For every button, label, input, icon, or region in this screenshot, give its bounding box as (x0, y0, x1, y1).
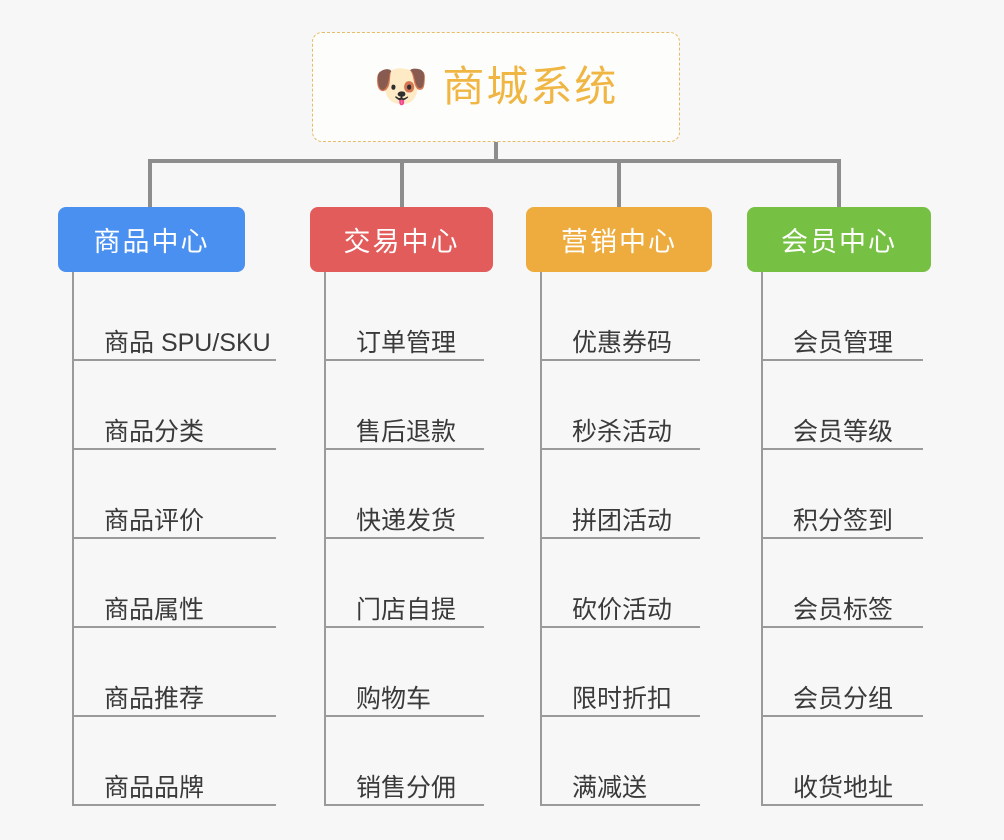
list-item[interactable]: 门店自提 (324, 539, 493, 628)
dog-face-icon: 🐶 (373, 62, 429, 111)
list-item-underline (761, 537, 923, 539)
list-item-underline (72, 448, 276, 450)
list-item[interactable]: 售后退款 (324, 361, 493, 450)
branch-items-2: 优惠券码 秒杀活动 拼团活动 砍价活动 限时折扣 满减送 (540, 272, 712, 806)
list-item-label: 会员等级 (793, 417, 894, 446)
list-item-label: 限时折扣 (572, 684, 673, 713)
list-item[interactable]: 会员管理 (761, 272, 931, 361)
list-item-label: 销售分佣 (356, 773, 457, 802)
list-item[interactable]: 商品评价 (72, 450, 276, 539)
list-item-underline (324, 359, 484, 361)
list-item[interactable]: 会员分组 (761, 628, 931, 717)
list-item-label: 商品评价 (104, 506, 205, 535)
list-item-underline (540, 626, 700, 628)
list-item[interactable]: 优惠券码 (540, 272, 712, 361)
branch-header-1[interactable]: 交易中心 (310, 207, 493, 272)
list-item[interactable]: 商品品牌 (72, 717, 276, 806)
list-item-underline (72, 359, 276, 361)
list-item-underline (761, 448, 923, 450)
list-item-label: 订单管理 (356, 328, 457, 357)
branch-spine-0 (72, 272, 74, 806)
list-item-underline (72, 804, 276, 806)
list-item[interactable]: 积分签到 (761, 450, 931, 539)
list-item-underline (324, 626, 484, 628)
connector-drop-1 (400, 159, 404, 207)
list-item[interactable]: 限时折扣 (540, 628, 712, 717)
list-item-underline (761, 715, 923, 717)
branch-header-2[interactable]: 营销中心 (526, 207, 712, 272)
list-item-underline (761, 804, 923, 806)
list-item-label: 会员分组 (793, 684, 894, 713)
branch-items-3: 会员管理 会员等级 积分签到 会员标签 会员分组 收货地址 (761, 272, 931, 806)
branch-spine-3 (761, 272, 763, 806)
connector-root-stem (494, 142, 498, 163)
list-item[interactable]: 商品分类 (72, 361, 276, 450)
connector-drop-3 (837, 159, 841, 207)
list-item[interactable]: 秒杀活动 (540, 361, 712, 450)
connector-drop-0 (148, 159, 152, 207)
connector-drop-2 (617, 159, 621, 207)
list-item[interactable]: 订单管理 (324, 272, 493, 361)
list-item-label: 商品属性 (104, 595, 205, 624)
branch-items-0: 商品 SPU/SKU 商品分类 商品评价 商品属性 商品推荐 商品品牌 (72, 272, 276, 806)
list-item-label: 收货地址 (793, 773, 894, 802)
root-node[interactable]: 🐶 商城系统 (312, 32, 680, 142)
list-item[interactable]: 购物车 (324, 628, 493, 717)
list-item-underline (540, 359, 700, 361)
root-title: 商城系统 (442, 63, 619, 110)
list-item-label: 商品品牌 (104, 773, 205, 802)
list-item-underline (324, 715, 484, 717)
branch-column-0: 商品中心 商品 SPU/SKU 商品分类 商品评价 商品属性 商品推荐 (58, 207, 276, 806)
list-item-label: 商品分类 (104, 417, 205, 446)
list-item-underline (324, 448, 484, 450)
list-item-label: 门店自提 (356, 595, 457, 624)
list-item-label: 优惠券码 (572, 328, 673, 357)
list-item-underline (72, 626, 276, 628)
list-item-label: 购物车 (356, 684, 432, 713)
list-item-label: 商品 SPU/SKU (104, 328, 271, 357)
list-item-label: 快递发货 (356, 506, 457, 535)
list-item-label: 售后退款 (356, 417, 457, 446)
list-item[interactable]: 会员标签 (761, 539, 931, 628)
list-item-underline (324, 537, 484, 539)
list-item-label: 会员标签 (793, 595, 894, 624)
list-item[interactable]: 快递发货 (324, 450, 493, 539)
branch-column-3: 会员中心 会员管理 会员等级 积分签到 会员标签 会员分组 (747, 207, 931, 806)
list-item-label: 商品推荐 (104, 684, 205, 713)
list-item[interactable]: 砍价活动 (540, 539, 712, 628)
list-item-underline (540, 448, 700, 450)
branch-header-3[interactable]: 会员中心 (747, 207, 931, 272)
list-item[interactable]: 销售分佣 (324, 717, 493, 806)
list-item-underline (72, 537, 276, 539)
list-item-underline (761, 626, 923, 628)
list-item-label: 秒杀活动 (572, 417, 673, 446)
branch-items-1: 订单管理 售后退款 快递发货 门店自提 购物车 销售分佣 (324, 272, 493, 806)
list-item[interactable]: 满减送 (540, 717, 712, 806)
list-item[interactable]: 会员等级 (761, 361, 931, 450)
list-item[interactable]: 收货地址 (761, 717, 931, 806)
list-item[interactable]: 拼团活动 (540, 450, 712, 539)
list-item-label: 积分签到 (793, 506, 894, 535)
list-item[interactable]: 商品推荐 (72, 628, 276, 717)
branch-column-1: 交易中心 订单管理 售后退款 快递发货 门店自提 购物车 (310, 207, 493, 806)
branch-spine-1 (324, 272, 326, 806)
branch-header-0[interactable]: 商品中心 (58, 207, 245, 272)
list-item-underline (761, 359, 923, 361)
list-item-label: 会员管理 (793, 328, 894, 357)
connector-horizontal-bar (148, 159, 841, 163)
branch-column-2: 营销中心 优惠券码 秒杀活动 拼团活动 砍价活动 限时折扣 (526, 207, 712, 806)
list-item-underline (540, 715, 700, 717)
branch-spine-2 (540, 272, 542, 806)
list-item-underline (540, 537, 700, 539)
list-item-underline (540, 804, 700, 806)
list-item-label: 砍价活动 (572, 595, 673, 624)
list-item-underline (324, 804, 484, 806)
list-item[interactable]: 商品 SPU/SKU (72, 272, 276, 361)
list-item[interactable]: 商品属性 (72, 539, 276, 628)
list-item-label: 拼团活动 (572, 506, 673, 535)
list-item-underline (72, 715, 276, 717)
list-item-label: 满减送 (572, 773, 648, 802)
